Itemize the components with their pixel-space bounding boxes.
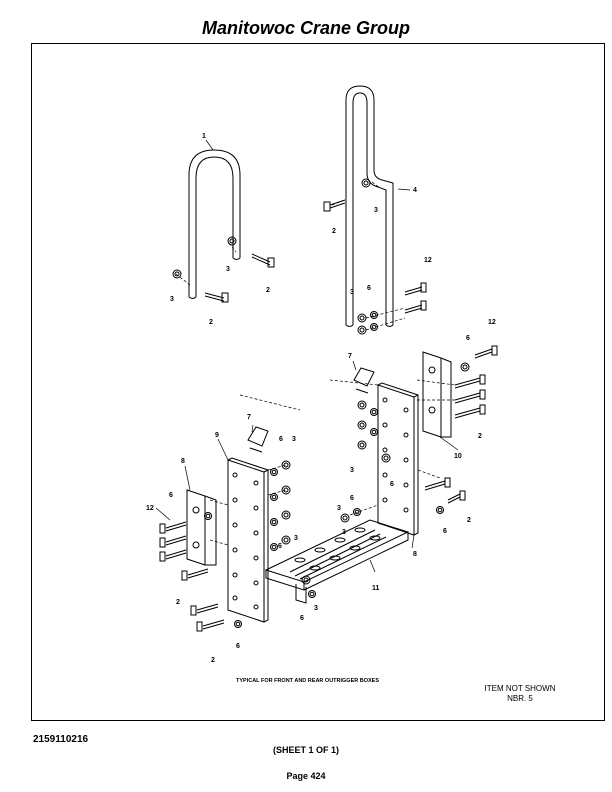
pins-7 xyxy=(247,367,375,453)
callout-label: 9 xyxy=(215,432,219,439)
callout-label: 6 xyxy=(169,492,173,499)
sheet-indicator: (SHEET 1 OF 1) xyxy=(272,745,339,755)
callout-label: 6 xyxy=(390,481,394,488)
callout-label: 3 xyxy=(374,207,378,214)
hardware-left xyxy=(159,460,291,632)
callout-label: 3 xyxy=(350,467,354,474)
callout-label: 3 xyxy=(292,436,296,443)
callout-label: 6 xyxy=(350,495,354,502)
callout-label: 12 xyxy=(146,505,154,512)
callout-label: 2 xyxy=(176,599,180,606)
handrail-1 xyxy=(188,149,241,299)
step-11 xyxy=(264,519,410,604)
callout-label: 3 xyxy=(350,289,354,296)
drawing-note: TYPICAL FOR FRONT AND REAR OUTRIGGER BOX… xyxy=(236,678,380,684)
leader-lines xyxy=(155,139,459,573)
drawing-border xyxy=(31,43,605,721)
callout-label: 1 xyxy=(202,133,206,140)
callout-label: 2 xyxy=(209,319,213,326)
bolts-handrail-1 xyxy=(172,236,275,303)
item-not-shown-line2: NBR. 5 xyxy=(507,694,533,703)
page-title: Manitowoc Crane Group xyxy=(201,18,410,38)
callout-label: 6 xyxy=(443,528,447,535)
callout-label: 7 xyxy=(348,353,352,360)
callout-label: 3 xyxy=(170,296,174,303)
callout-label: 12 xyxy=(424,257,432,264)
hardware-right xyxy=(301,345,498,598)
callout-label: 12 xyxy=(488,319,496,326)
callout-label: 2 xyxy=(266,287,270,294)
callout-label: 6 xyxy=(236,643,240,650)
callout-label: 3 xyxy=(337,505,341,512)
item-not-shown-line1: ITEM NOT SHOWN xyxy=(484,684,556,693)
callout-label: 2 xyxy=(211,657,215,664)
callout-label: 8 xyxy=(181,458,185,465)
callout-label: 3 xyxy=(342,529,346,536)
item-not-shown-note: ITEM NOT SHOWN NBR. 5 xyxy=(440,684,600,704)
callout-label: 3 xyxy=(226,266,230,273)
callout-label: 2 xyxy=(332,228,336,235)
callout-label: 3 xyxy=(314,605,318,612)
callout-label: 2 xyxy=(478,433,482,440)
callout-label: 6 xyxy=(367,285,371,292)
callout-label: 7 xyxy=(247,414,251,421)
bracket-8 xyxy=(186,489,217,566)
callout-label: 6 xyxy=(279,436,283,443)
callout-label: 4 xyxy=(413,187,417,194)
callout-label: 6 xyxy=(466,335,470,342)
part-number: 2159110216 xyxy=(33,734,89,745)
callout-label: 11 xyxy=(372,585,380,592)
assembly-lines xyxy=(175,181,456,546)
callout-labels: 1 2 2 3 3 2 3 4 12 3 6 12 6 7 7 9 6 3 8 … xyxy=(146,133,496,664)
bracket-10 xyxy=(422,351,452,438)
callout-label: 6 xyxy=(278,543,282,550)
handrail-4 xyxy=(345,85,394,327)
callout-label: 8 xyxy=(413,551,417,558)
page-number: Page 424 xyxy=(286,771,326,781)
callout-label: 2 xyxy=(467,517,471,524)
callout-label: 3 xyxy=(294,535,298,542)
callout-label: 6 xyxy=(300,615,304,622)
parts-diagram: 1 2 2 3 3 2 3 4 12 3 6 12 6 7 7 9 6 3 8 … xyxy=(146,85,498,664)
left-plate-9 xyxy=(227,457,269,623)
callout-label: 10 xyxy=(454,453,462,460)
